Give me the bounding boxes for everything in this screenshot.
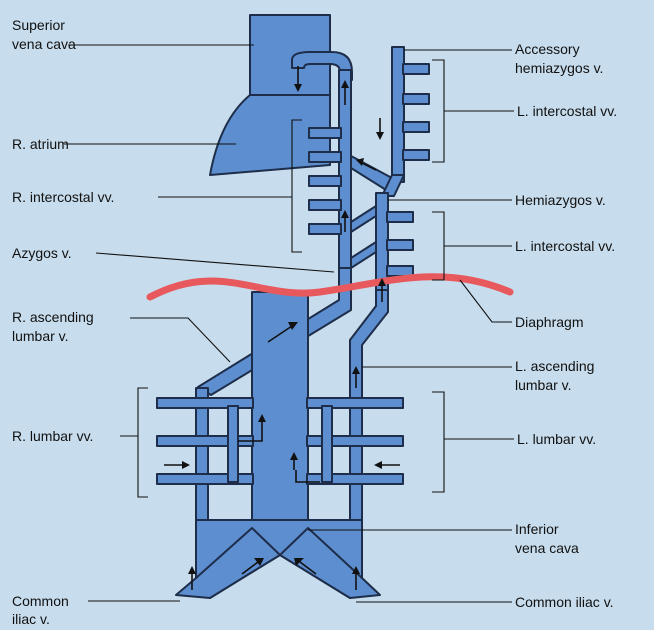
label-l-lumbar: L. lumbar vv. — [517, 431, 596, 447]
r-intercostal-vein — [309, 224, 341, 234]
r-intercostal-vein — [309, 128, 341, 138]
l-intercostal-vein-upper — [403, 150, 429, 160]
r-lumbar-connector — [228, 406, 238, 482]
hemiazygos-cross-connection — [351, 242, 376, 268]
label-l-ascending-lumbar-line1: L. ascending — [515, 358, 594, 374]
label-superior-vena-cava-line2: vena cava — [12, 36, 76, 52]
label-hemiazygos: Hemiazygos v. — [515, 192, 606, 208]
label-inferior-vena-cava-line1: Inferior — [515, 521, 559, 537]
r-intercostal-vein — [309, 152, 341, 162]
l-lumbar-connector — [322, 406, 332, 482]
l-intercostal-vein-lower — [387, 266, 413, 276]
bracket-l-intercostal-upper — [432, 60, 444, 162]
bracket-l-lumbar — [432, 392, 444, 492]
l-intercostal-vein-upper — [403, 122, 429, 132]
inferior-vena-cava — [252, 292, 308, 528]
arrow-head-icon — [376, 132, 384, 140]
veins — [157, 15, 429, 598]
label-r-lumbar: R. lumbar vv. — [12, 428, 93, 444]
bracket-l-intercostal-lower — [432, 212, 444, 280]
arrow-head-icon — [182, 461, 190, 469]
hemiazygos-cross-connection — [351, 206, 376, 232]
label-common-iliac-left-line1: Common — [12, 593, 69, 609]
label-r-ascending-lumbar-line1: R. ascending — [12, 309, 94, 325]
label-azygos: Azygos v. — [12, 245, 72, 261]
label-r-ascending-lumbar-line2: lumbar v. — [12, 328, 69, 344]
label-superior-vena-cava-line1: Superior — [12, 17, 65, 33]
label-diaphragm: Diaphragm — [515, 314, 583, 330]
label-r-atrium: R. atrium — [12, 136, 69, 152]
label-accessory-hemiazygos-line2: hemiazygos v. — [515, 60, 603, 76]
l-intercostal-vein-lower — [387, 212, 413, 222]
arrow-head-icon — [188, 566, 196, 574]
bracket-r-lumbar — [138, 388, 148, 497]
l-intercostal-vein-upper — [403, 94, 429, 104]
label-l-ascending-lumbar-line2: lumbar v. — [515, 377, 572, 393]
label-common-iliac-right: Common iliac v. — [515, 594, 614, 610]
label-l-intercostal-upper: L. intercostal vv. — [517, 103, 617, 119]
label-inferior-vena-cava-line2: vena cava — [515, 540, 579, 556]
label-r-intercostal: R. intercostal vv. — [12, 189, 114, 205]
label-l-intercostal-lower: L. intercostal vv. — [515, 238, 615, 254]
label-common-iliac-left-line2: iliac v. — [12, 611, 50, 627]
arrow-head-icon — [374, 461, 382, 469]
r-intercostal-vein — [309, 176, 341, 186]
r-intercostal-vein — [309, 200, 341, 210]
diaphragm-line — [150, 277, 510, 297]
l-intercostal-vein-lower — [387, 240, 413, 250]
l-intercostal-vein-upper — [403, 64, 429, 74]
leader-azygos — [96, 253, 334, 272]
label-accessory-hemiazygos-line1: Accessory — [515, 41, 580, 57]
leader-r-ascending-lumbar — [130, 318, 230, 362]
